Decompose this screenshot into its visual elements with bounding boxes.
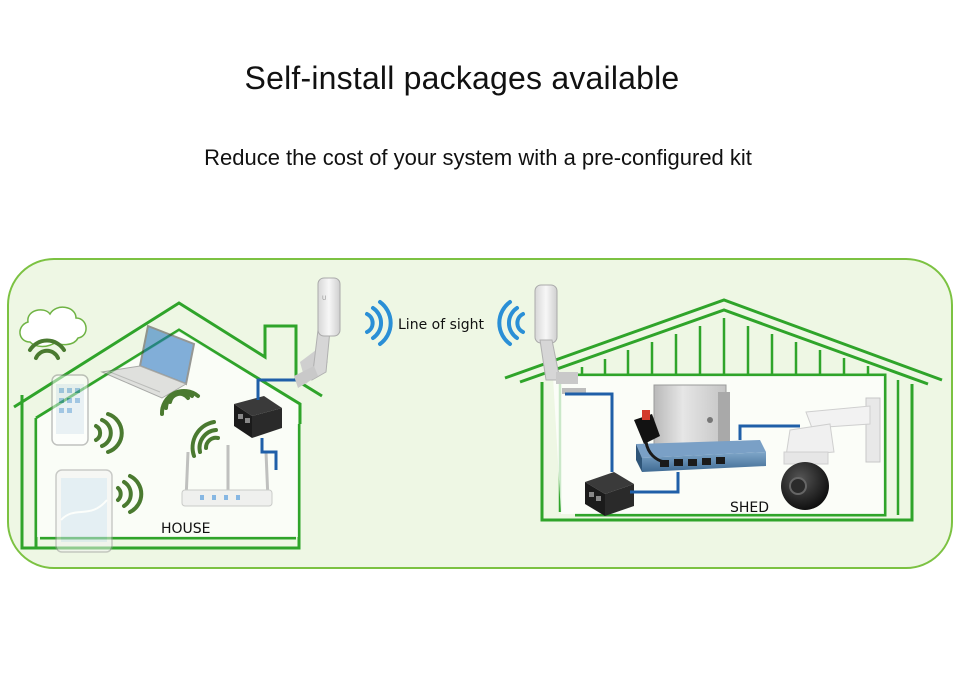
phone-icon [51,374,89,446]
power-plug [634,410,665,464]
wifi-cloud-icon [28,338,66,360]
page-subtitle: Reduce the cost of your system with a pr… [204,145,752,170]
house-label: HOUSE [161,521,211,537]
wifi-tablet-icon [116,474,144,514]
wifi-phone-icon [94,412,124,454]
tablet-icon [55,469,113,553]
link-label: Line of sight [398,317,485,333]
shed-cables [565,392,800,494]
page-title: Self-install packages available [244,60,680,96]
poe-injector-shed [585,472,634,516]
link-signal-right [497,300,525,346]
laptop-icon [100,324,196,399]
wifi-laptop-icon [159,388,200,416]
svg-text:U: U [322,295,326,302]
antenna-house: U [294,277,341,388]
shed [504,298,943,522]
wifi-router-icon [190,420,220,458]
house-cable-up [256,378,296,400]
poe-switch [636,440,766,472]
ptz-camera [781,397,881,510]
antenna-shed [534,284,586,394]
router-icon [181,445,273,507]
house-wifi-icons [28,338,220,514]
shed-label: SHED [730,500,769,516]
house-cable-router [260,438,278,470]
link-signal-left [365,300,393,346]
poe-injector-house [234,396,282,438]
